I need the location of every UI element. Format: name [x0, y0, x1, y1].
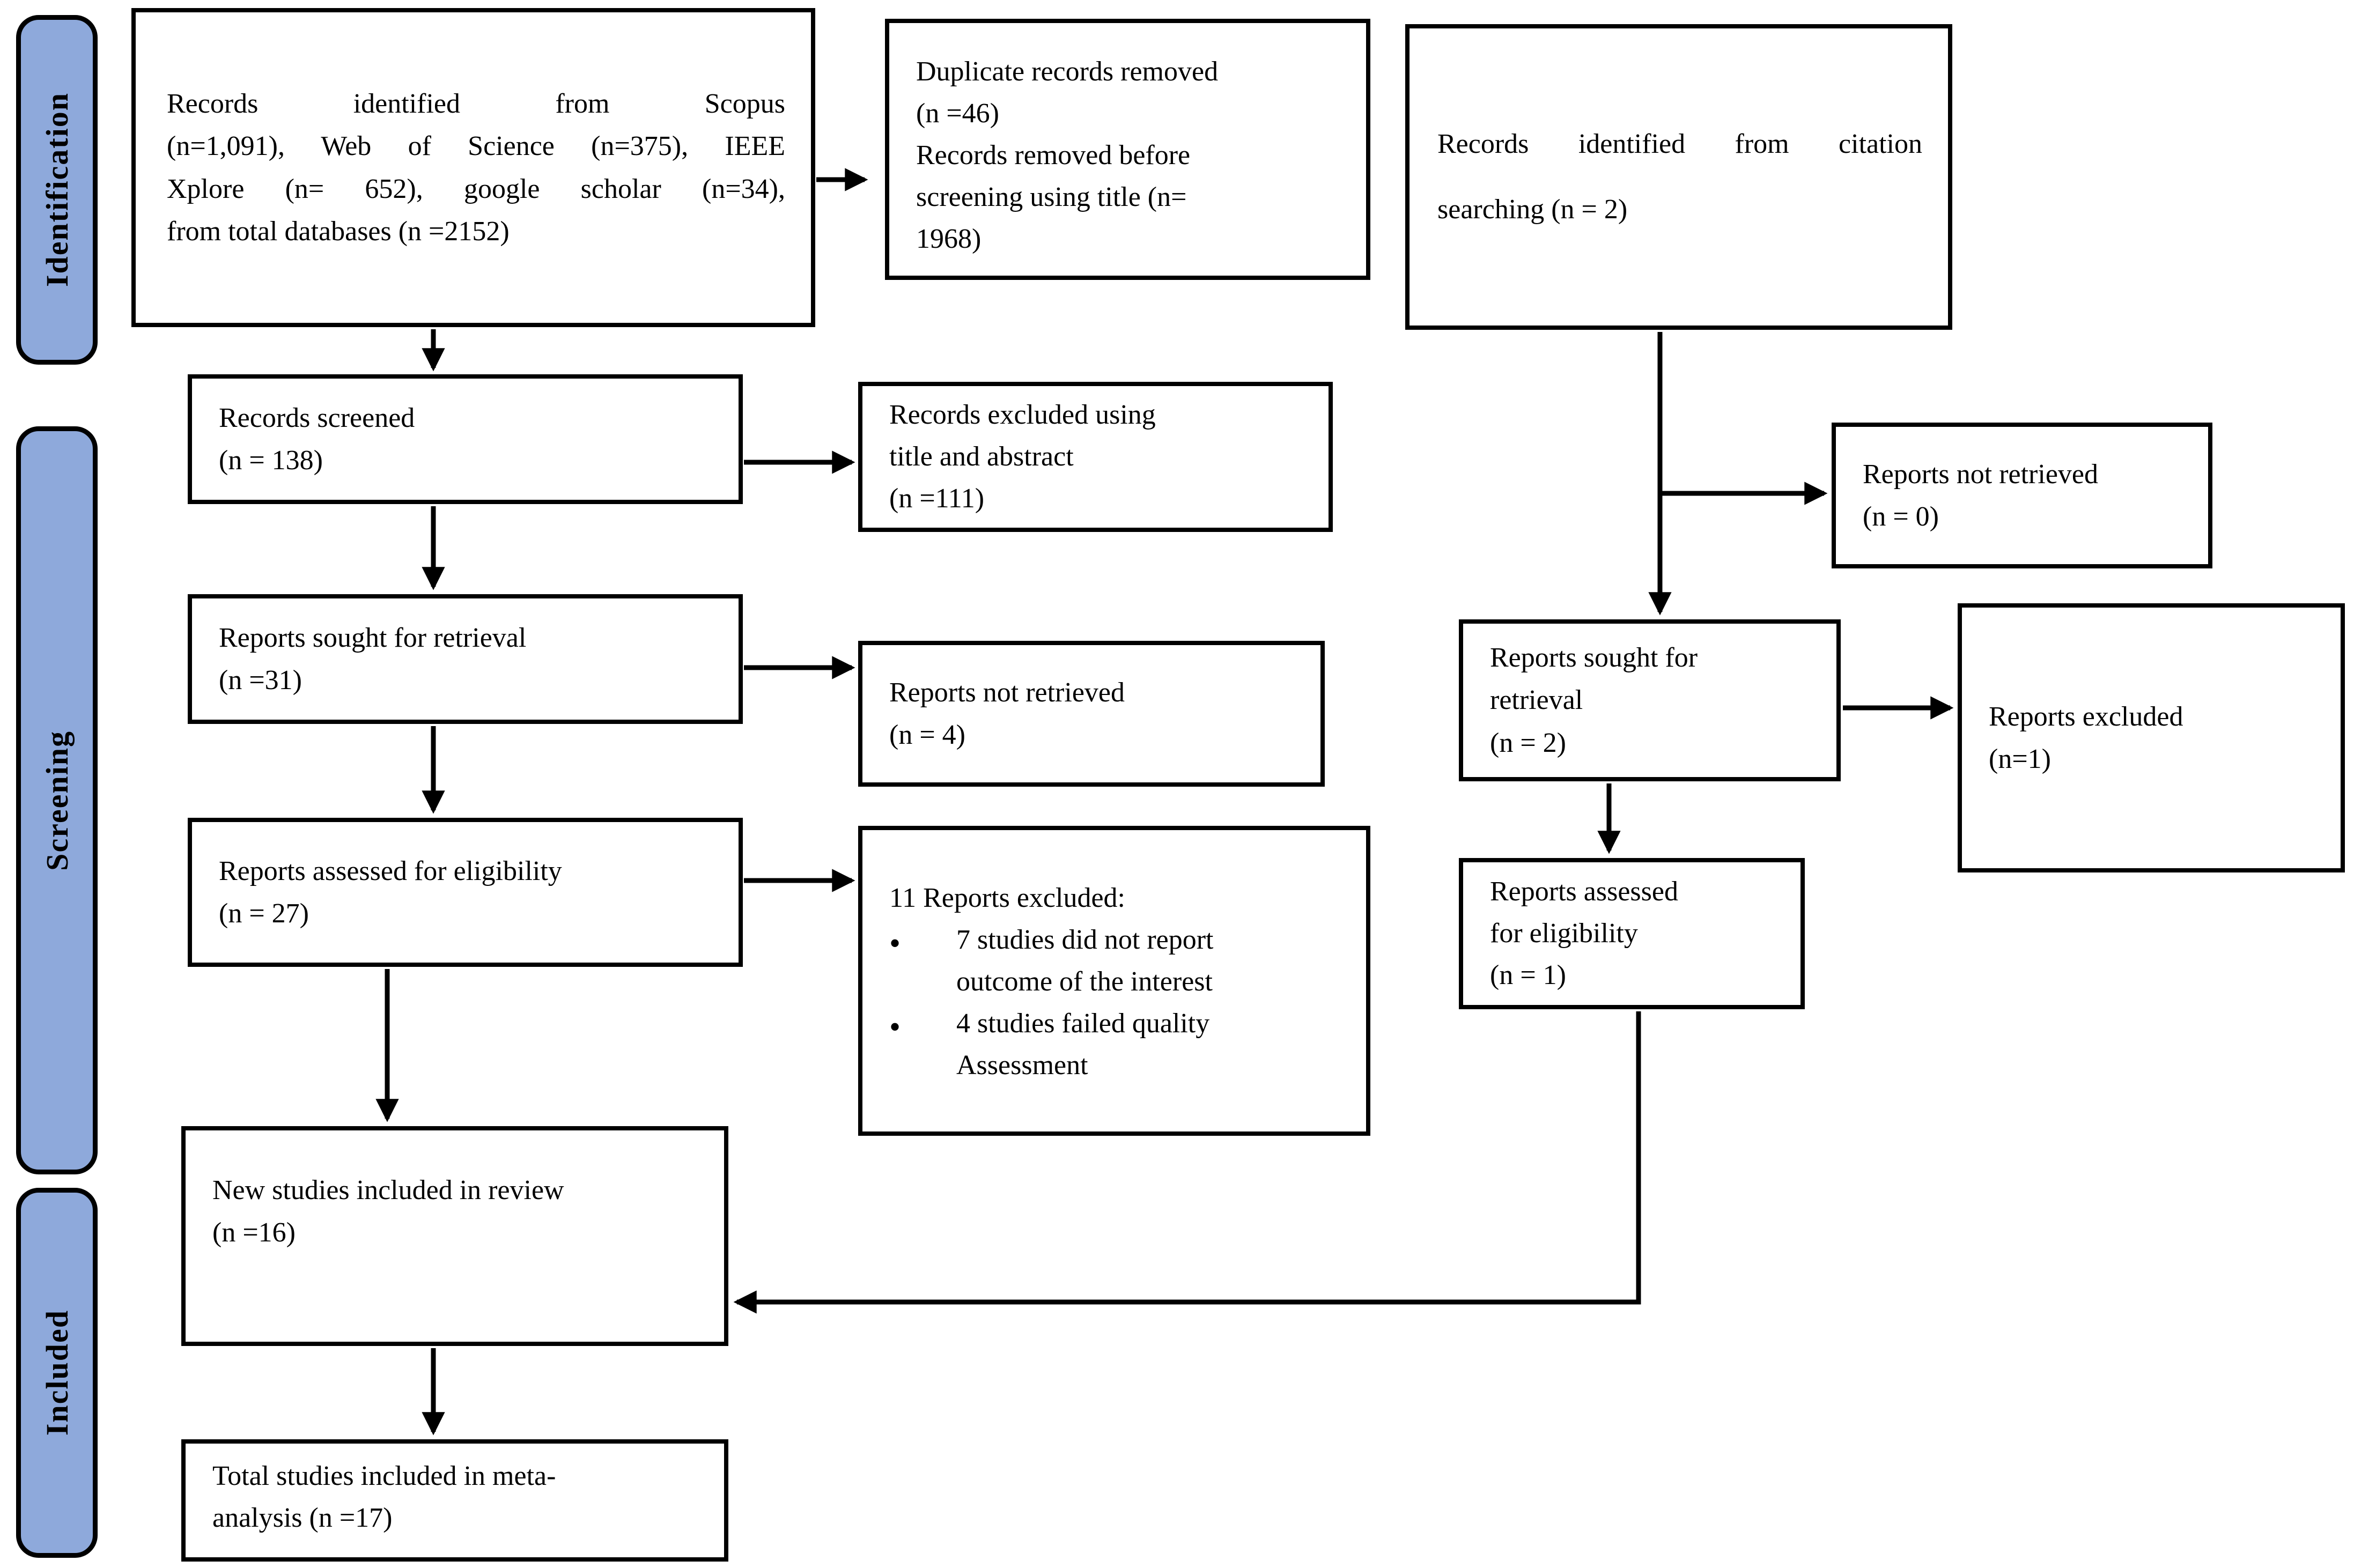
box-text-line: 4 studies failed quality: [956, 1008, 1210, 1039]
box-text-line: (n = 2): [1490, 727, 1566, 758]
box-text-line: (n = 27): [219, 898, 309, 929]
box-citation-sought: Reports sought for retrieval (n = 2): [1459, 619, 1841, 781]
box-text-line: (n =111): [889, 483, 985, 514]
box-text-line: from total databases (n =2152): [167, 216, 510, 247]
box-text-line: Reports assessed for eligibility: [219, 855, 562, 886]
box-text-line: searching (n = 2): [1437, 194, 1628, 225]
box-text-line: outcome of the interest: [956, 966, 1213, 997]
box-text-line: (n = 0): [1863, 501, 1939, 532]
box-text-line: (n=1,091), Web of Science (n=375), IEEE: [167, 131, 785, 162]
box-text-line: Records screened: [219, 402, 415, 433]
box-citation-not-retrieved: Reports not retrieved (n = 0): [1832, 423, 2212, 568]
box-text-line: (n = 4): [889, 720, 965, 750]
box-duplicate-records-removed: Duplicate records removed (n =46) Record…: [885, 19, 1370, 280]
box-text-line: (n =46): [916, 98, 999, 129]
box-text-line: analysis (n =17): [212, 1503, 393, 1533]
box-text-line: 1968): [916, 224, 982, 254]
box-new-studies-included: New studies included in review (n =16): [181, 1126, 728, 1346]
box-text-line: Total studies included in meta-: [212, 1461, 556, 1491]
box-text-line: Records identified from Scopus: [167, 88, 785, 120]
box-text-line: Duplicate records removed: [916, 56, 1219, 87]
stage-screening: Screening: [16, 426, 98, 1174]
box-text-line: screening using title (n=: [916, 182, 1187, 212]
stage-identification: Identification: [16, 15, 98, 365]
bullet-icon: [889, 1003, 956, 1086]
box-text-line: title and abstract: [889, 441, 1074, 472]
stage-included: Included: [16, 1188, 98, 1558]
excluded-reason-item: 7 studies did not report outcome of the …: [889, 919, 1342, 1003]
box-reports-assessed: Reports assessed for eligibility (n = 27…: [188, 818, 743, 967]
box-text-line: (n = 1): [1490, 960, 1566, 990]
stage-screening-label: Screening: [39, 730, 75, 871]
box-citation-assessed: Reports assessed for eligibility (n = 1): [1459, 858, 1805, 1009]
box-reports-not-retrieved: Reports not retrieved (n = 4): [858, 641, 1325, 787]
box-text-line: 11 Reports excluded:: [889, 883, 1125, 913]
box-text-line: Records excluded using: [889, 400, 1156, 430]
box-reports-sought: Reports sought for retrieval (n =31): [188, 594, 743, 724]
box-text-line: 7 studies did not report: [956, 924, 1214, 955]
box-text-line: Reports not retrieved: [1863, 458, 2098, 490]
excluded-reason-item: 4 studies failed quality Assessment: [889, 1003, 1342, 1086]
box-text-line: Reports sought for retrieval: [219, 622, 527, 653]
box-text-line: Reports not retrieved: [889, 677, 1125, 708]
box-citation-identified: Records identified from citation searchi…: [1405, 24, 1952, 330]
box-text-line: (n = 138): [219, 445, 323, 476]
box-text-line: Reports sought for: [1490, 642, 1698, 674]
box-text-line: Records identified from citation: [1437, 128, 1922, 159]
box-total-studies-included: Total studies included in meta- analysis…: [181, 1439, 728, 1562]
stage-identification-label: Identification: [39, 92, 75, 287]
box-text-line: Xplore (n= 652), google scholar (n=34),: [167, 173, 785, 204]
box-text-line: Reports assessed: [1490, 876, 1678, 907]
box-records-excluded: Records excluded using title and abstrac…: [858, 382, 1333, 532]
box-text-line: (n=1): [1989, 744, 2051, 774]
box-text-line: New studies included in review: [212, 1175, 564, 1205]
box-text-line: Reports excluded: [1989, 701, 2183, 732]
stage-included-label: Included: [39, 1310, 75, 1436]
box-text-line: retrieval: [1490, 685, 1583, 716]
box-text-line: for eligibility: [1490, 918, 1638, 949]
box-eleven-reports-excluded: 11 Reports excluded: 7 studies did not r…: [858, 826, 1370, 1136]
box-citation-excluded: Reports excluded (n=1): [1958, 603, 2345, 872]
box-text-line: Records removed before: [916, 140, 1191, 171]
box-records-screened: Records screened (n = 138): [188, 374, 743, 504]
box-records-identified: Records identified from Scopus (n=1,091)…: [131, 8, 815, 327]
box-text-line: Assessment: [956, 1050, 1088, 1081]
box-text-line: (n =16): [212, 1217, 296, 1248]
bullet-icon: [889, 919, 956, 1003]
box-text-line: (n =31): [219, 665, 302, 696]
